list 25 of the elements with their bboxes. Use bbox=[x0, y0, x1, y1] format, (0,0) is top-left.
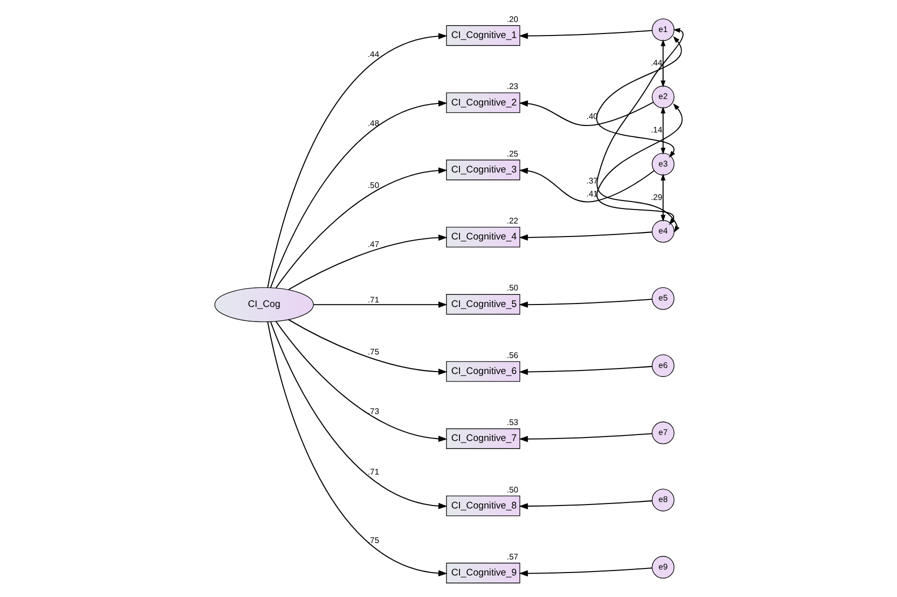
arrow bbox=[518, 433, 652, 442]
arrow bbox=[518, 298, 652, 308]
arrow bbox=[660, 106, 665, 155]
arrow bbox=[596, 28, 684, 233]
arrow bbox=[313, 302, 447, 308]
arrow bbox=[596, 103, 682, 225]
arrow bbox=[266, 322, 447, 576]
arrow bbox=[288, 319, 447, 375]
arrow bbox=[518, 100, 654, 126]
arrow bbox=[270, 322, 447, 510]
arrow bbox=[266, 33, 447, 288]
arrow bbox=[275, 321, 447, 442]
arrow bbox=[270, 100, 447, 288]
arrow bbox=[660, 39, 665, 88]
arrow bbox=[518, 168, 654, 202]
arrow bbox=[518, 366, 652, 375]
arrow bbox=[288, 234, 447, 290]
arrow bbox=[275, 167, 447, 288]
arrow bbox=[518, 232, 652, 241]
arrow bbox=[518, 30, 652, 40]
arrow bbox=[518, 500, 652, 510]
arrow bbox=[660, 174, 665, 222]
arrow bbox=[518, 567, 652, 577]
node-ellipse: CI_Cog bbox=[214, 287, 314, 322]
arrow bbox=[596, 36, 682, 158]
